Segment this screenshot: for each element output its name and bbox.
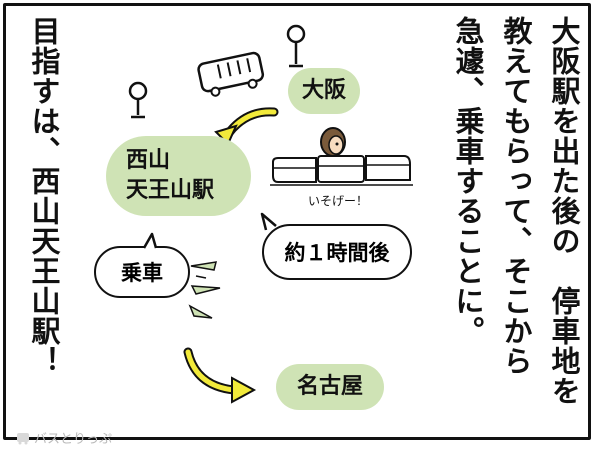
bus-stop-icon	[128, 81, 148, 119]
brand-logo: バスとりっぷ	[16, 428, 112, 447]
action-lines	[188, 261, 221, 319]
person-icon	[320, 127, 346, 157]
route-arrow	[214, 107, 279, 146]
speech-bubble-one-hour-later: 約１時間後	[262, 224, 412, 280]
narration-col1: 大阪駅を出た後の	[547, 16, 581, 256]
bubble-tail	[260, 212, 277, 231]
station-osaka-label: 大阪	[301, 78, 346, 103]
station-nagoya-label: 名古屋	[296, 374, 363, 399]
caption-col2: 西山天王山駅！	[27, 166, 61, 376]
train-icon	[270, 155, 413, 186]
station-nishiyama-label-2: 天王山駅	[126, 178, 215, 203]
ride-label: 乗車	[121, 261, 163, 285]
bubble-tail	[142, 232, 158, 249]
route-arrow	[183, 347, 257, 404]
comic-panel: 大阪駅を出た後の 停車地を 教えてもらって、そこから 急遽、乗車することに。 目…	[3, 3, 591, 447]
speech-bubble-ride: 乗車	[94, 246, 190, 298]
caption-col1: 目指すは、	[27, 16, 61, 166]
narration-col3: 急遽、乗車することに。	[451, 16, 485, 346]
bus-logo-icon	[17, 432, 29, 444]
station-nishiyama-tennozan: 西山 天王山駅	[106, 136, 251, 216]
station-osaka: 大阪	[288, 68, 360, 114]
narration-col1b: 停車地を	[547, 286, 581, 406]
station-nishiyama-label-1: 西山	[126, 148, 171, 173]
bus-icon	[197, 51, 265, 97]
hurry-text: いそげー！	[308, 194, 369, 208]
station-nagoya: 名古屋	[276, 364, 384, 410]
bus-stop-icon	[286, 24, 306, 68]
one-hour-later-label: 約１時間後	[284, 241, 390, 265]
narration-col2: 教えてもらって、そこから	[499, 16, 533, 376]
brand-logo-text: バスとりっぷ	[34, 432, 113, 447]
